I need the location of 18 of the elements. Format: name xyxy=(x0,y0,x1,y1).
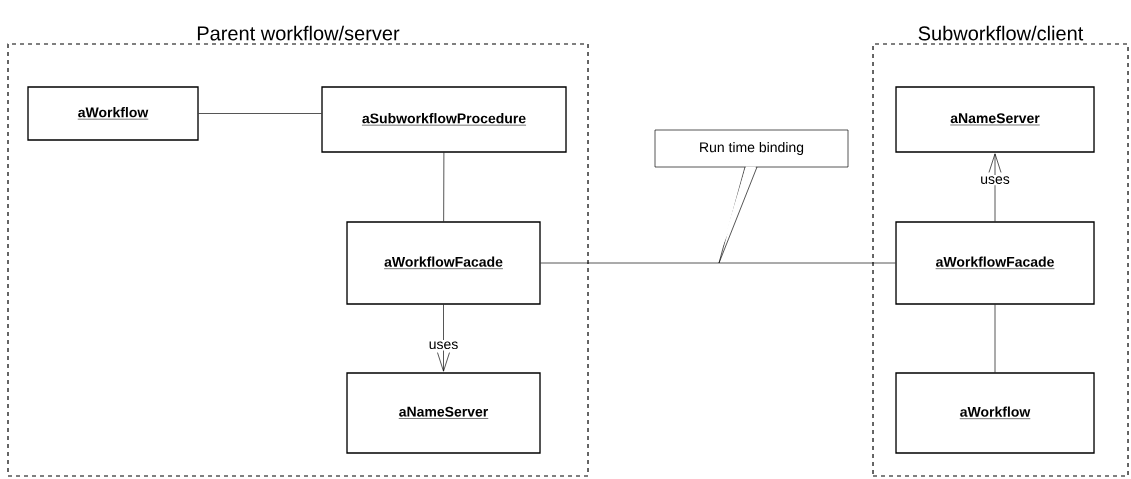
object-box: aNameServer xyxy=(895,86,1095,153)
connector xyxy=(994,304,996,373)
connector xyxy=(540,262,896,264)
object-box: aSubworkflowProcedure xyxy=(321,86,567,153)
edge-label: uses xyxy=(978,174,1012,186)
connector xyxy=(988,153,1002,222)
edge-label: uses xyxy=(427,340,460,351)
connector xyxy=(198,113,322,114)
object-box: aWorkflowFacade xyxy=(346,221,541,305)
connector xyxy=(437,304,450,372)
callout: Run time binding xyxy=(654,129,849,264)
connector xyxy=(443,152,445,222)
node-label: Subworkflow/client xyxy=(918,25,1084,41)
node-label: Parent workflow/server xyxy=(197,25,400,41)
object-box: aWorkflowFacade xyxy=(895,221,1095,305)
object-box: aNameServer xyxy=(346,372,541,454)
object-box: aWorkflow xyxy=(27,86,199,141)
object-box: aWorkflow xyxy=(895,372,1095,454)
